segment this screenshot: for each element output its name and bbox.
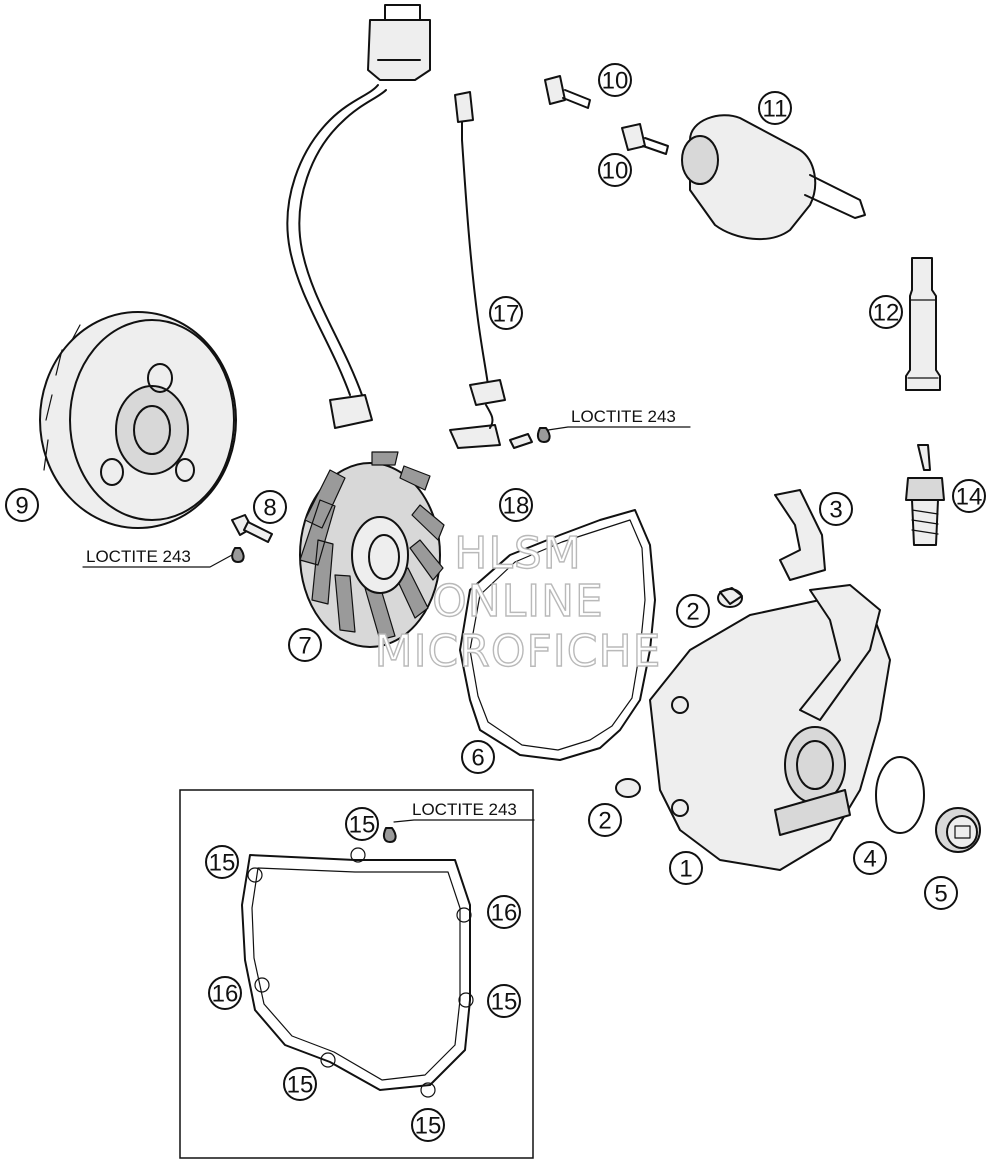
callout-14-label: 14: [956, 484, 983, 511]
callout-10-bottom-label: 10: [602, 158, 629, 185]
gasket-kit: [179, 789, 534, 1159]
callout-2-top-label: 2: [686, 599, 699, 626]
callout-3: 3: [819, 492, 853, 526]
dowel-pin-top: [717, 587, 743, 608]
callout-10-bottom: 10: [598, 153, 632, 187]
spark-plug-connector: [905, 257, 941, 391]
callout-15-b: 15: [205, 845, 239, 879]
callout-18: 18: [499, 488, 533, 522]
pickup-sensor: [449, 91, 506, 449]
callout-15-d: 15: [283, 1067, 317, 1101]
callout-9: 9: [5, 488, 39, 522]
sensor-screw: [509, 427, 551, 449]
dowel-pin-bottom: [615, 778, 641, 798]
callout-2-bottom-label: 2: [598, 808, 611, 835]
stator: [286, 4, 445, 648]
callout-16-b: 16: [208, 976, 242, 1010]
callout-8: 8: [253, 490, 287, 524]
watermark: HLSM ONLINE MICROFICHE: [374, 527, 662, 677]
loctite-label-bolt: LOCTITE 243: [86, 547, 191, 566]
callout-10-top: 10: [598, 63, 632, 97]
callout-15-e: 15: [411, 1108, 445, 1142]
callout-15-a: 15: [345, 807, 379, 841]
callout-15-c-label: 15: [491, 989, 518, 1016]
loctite-label-gasket-kit: LOCTITE 243: [412, 800, 517, 819]
callout-7: 7: [288, 628, 322, 662]
callout-4-label: 4: [863, 846, 876, 873]
callout-1-label: 1: [679, 856, 692, 883]
callout-18-label: 18: [503, 493, 530, 520]
watermark-line1: HLSM: [454, 528, 582, 579]
o-ring: [875, 756, 925, 834]
callout-17: 17: [489, 296, 523, 330]
generator-cover: [649, 584, 891, 871]
stator-bolt: [231, 514, 273, 563]
cover-gasket: [459, 509, 656, 761]
callout-11-label: 11: [763, 96, 788, 123]
callout-17-label: 17: [493, 301, 520, 328]
callout-6-label: 6: [471, 745, 484, 772]
callout-4: 4: [853, 841, 887, 875]
callout-6: 6: [461, 740, 495, 774]
plug-screw: [935, 807, 981, 853]
callout-15-a-label: 15: [349, 812, 376, 839]
leader-lines: [82, 426, 691, 823]
callout-16-b-label: 16: [212, 981, 239, 1008]
callout-15-e-label: 15: [415, 1113, 442, 1140]
callout-16-a: 16: [487, 895, 521, 929]
callout-12: 12: [869, 295, 903, 329]
callout-16-a-label: 16: [491, 900, 518, 927]
starter-motor: [544, 75, 866, 241]
callout-7-label: 7: [298, 633, 311, 660]
callout-10-top-label: 10: [602, 68, 629, 95]
callout-2-bottom: 2: [588, 803, 622, 837]
flywheel-rotor: [39, 311, 237, 529]
callout-8-label: 8: [263, 495, 276, 522]
callout-12-label: 12: [873, 300, 900, 327]
callout-2-top: 2: [676, 594, 710, 628]
callout-5-label: 5: [934, 881, 947, 908]
callout-3-label: 3: [829, 497, 842, 524]
callout-15-b-label: 15: [209, 850, 236, 877]
callout-5: 5: [924, 876, 958, 910]
callout-15-c: 15: [487, 984, 521, 1018]
callout-15-d-label: 15: [287, 1072, 314, 1099]
callout-11: 11: [758, 91, 792, 125]
callout-9-label: 9: [15, 493, 28, 520]
watermark-line3: MICROFICHE: [375, 626, 662, 677]
loctite-label-sensor-screw: LOCTITE 243: [571, 407, 676, 426]
callout-14: 14: [952, 479, 986, 513]
cable-guide: [774, 489, 826, 581]
callout-1: 1: [669, 851, 703, 885]
watermark-line2: ONLINE: [432, 576, 604, 627]
spark-plug: [905, 444, 945, 546]
